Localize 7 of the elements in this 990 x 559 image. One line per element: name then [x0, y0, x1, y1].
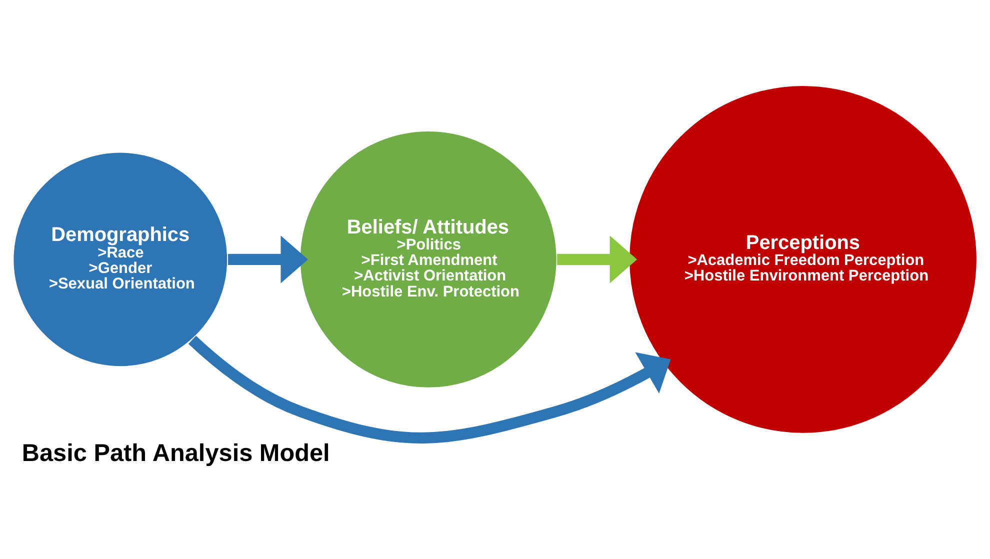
- node-circle: Beliefs/ Attitudes >Politics >First Amendment >Activist Orientation >Hostile Env. Protection: [299, 130, 558, 388]
- node-circle: Demographics >Race >Gender >Sexual Orientation: [12, 152, 228, 368]
- node-circle: Perceptions >Academic Freedom Perception >Hostile Environment Perception: [628, 84, 978, 434]
- arrow: [228, 236, 308, 284]
- arrow: [557, 236, 638, 284]
- arrow: [188, 336, 671, 444]
- diagram-title: Basic Path Analysis Model: [22, 440, 330, 467]
